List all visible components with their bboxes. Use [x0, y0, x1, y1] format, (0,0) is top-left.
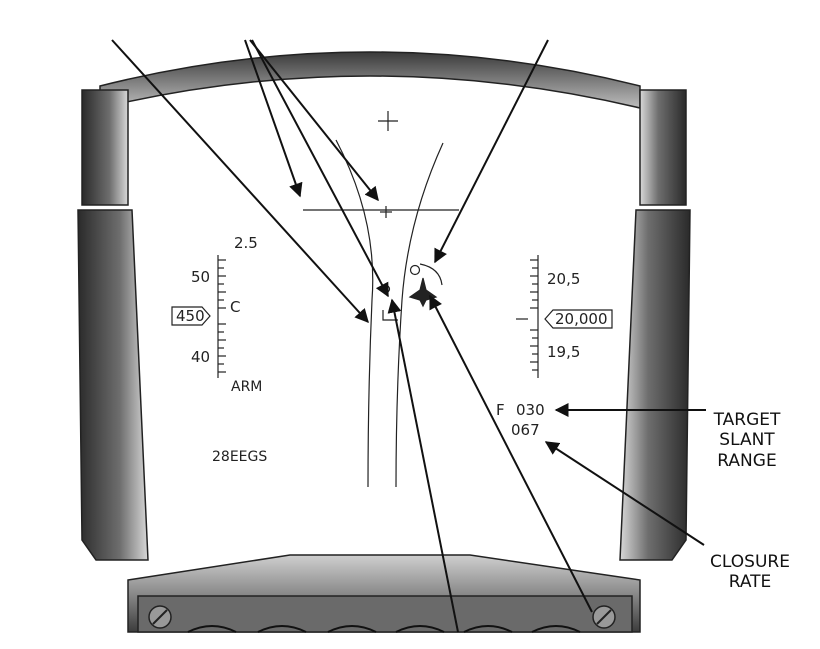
callout-line: RATE [729, 572, 772, 592]
range-arc [419, 263, 443, 286]
hud-base-bezel [127, 554, 641, 633]
callout-target-slant-range: TARGET SLANT RANGE [713, 410, 781, 471]
arrow-6 [387, 298, 459, 633]
right-frame [619, 89, 691, 561]
weapon-mode: 28EEGS [212, 449, 267, 465]
arrow-7 [429, 294, 593, 613]
arm-status: ARM [231, 379, 262, 395]
arrow-2 [244, 39, 303, 198]
left-frame [77, 89, 149, 561]
altitude-upper: 20,5 [547, 270, 580, 288]
airspeed-tick-50: 50 [191, 268, 210, 286]
callout-arrows [111, 39, 706, 633]
flight-path-cross-icon [380, 206, 392, 218]
arrow-4 [251, 39, 389, 298]
altitude-lower: 19,5 [547, 343, 580, 361]
mode-letter: C [230, 298, 240, 316]
screw-right-icon [592, 605, 616, 629]
screw-left-icon [148, 605, 172, 629]
boresight-cross-icon [378, 111, 398, 131]
arrow-1 [111, 39, 369, 324]
callout-line: RANGE [717, 451, 776, 471]
arrow-closure-rate [544, 441, 705, 546]
airspeed-scale [171, 255, 226, 378]
range-prefix: F [496, 401, 505, 419]
reticle-bracket [382, 310, 398, 321]
altitude-box-value: 20,000 [555, 310, 608, 328]
arrow-5 [434, 39, 549, 264]
closure-rate-value: 067 [511, 421, 540, 439]
arrow-3 [249, 39, 379, 202]
callout-line: CLOSURE [710, 552, 790, 572]
gload-value: 2.5 [234, 234, 258, 252]
callout-closure-rate: CLOSURE RATE [710, 552, 790, 592]
gun-funnel-left [335, 139, 374, 488]
altitude-scale [516, 255, 613, 378]
callout-line: TARGET [713, 410, 781, 430]
callout-line: SLANT [719, 430, 775, 450]
airspeed-box-value: 450 [176, 307, 205, 325]
slant-range-value: 030 [516, 401, 545, 419]
airspeed-tick-40: 40 [191, 348, 210, 366]
gun-funnel-right [395, 142, 444, 488]
target-reticle-icon [409, 264, 421, 276]
